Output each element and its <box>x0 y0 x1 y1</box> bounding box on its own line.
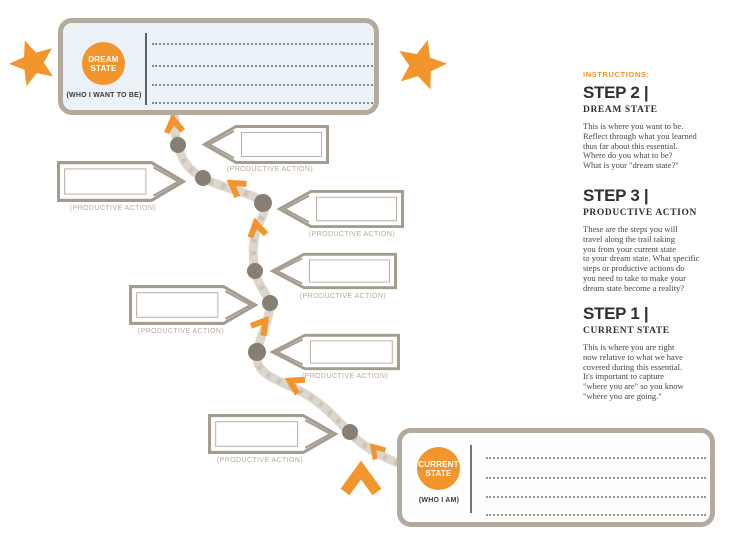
productive-action-label: (PRODUCTIVE ACTION) <box>69 205 157 212</box>
trail-nodes <box>170 137 358 440</box>
dotted-line <box>152 65 373 67</box>
arrow-box-outline-icon <box>201 125 329 164</box>
step-2-subtitle: DREAM STATE <box>583 105 658 115</box>
dotted-line <box>152 84 373 86</box>
dotted-line <box>486 514 706 516</box>
productive-action-label: (PRODUCTIVE ACTION) <box>137 328 225 335</box>
arrow-box-outline-icon <box>129 285 259 325</box>
productive-action-label: (PRODUCTIVE ACTION) <box>301 373 389 380</box>
step-3-section: STEP 3 | PRODUCTIVE ACTION These are the… <box>583 186 735 294</box>
trail-node <box>247 263 263 279</box>
current-state-box[interactable]: CURRENT STATE (WHO I AM) <box>397 428 715 527</box>
dotted-line <box>486 457 706 459</box>
step-2-title: STEP 2 | <box>583 83 649 102</box>
star-icon <box>399 39 447 90</box>
productive-action-label: (PRODUCTIVE ACTION) <box>308 231 396 238</box>
trail-arrow-icon <box>164 113 186 135</box>
trail-node <box>170 137 186 153</box>
dream-state-sublabel: (WHO I WANT TO BE) <box>66 92 142 99</box>
trail-arrow-icon <box>247 217 269 239</box>
dream-state-badge: DREAM STATE <box>82 42 125 85</box>
trail-arrow-icon <box>369 443 387 460</box>
current-state-badge: CURRENT STATE <box>417 447 460 490</box>
step-3-title: STEP 3 | <box>583 186 649 205</box>
arrow-box-outline-icon <box>208 414 339 454</box>
dotted-line <box>486 477 706 479</box>
instructions-header: INSTRUCTIONS: <box>583 70 650 79</box>
productive-action-label: (PRODUCTIVE ACTION) <box>216 457 304 464</box>
productive-action-label: (PRODUCTIVE ACTION) <box>226 166 314 173</box>
arrow-box-outline-icon <box>276 189 404 229</box>
arrow-box-outline-icon <box>57 161 187 202</box>
trail-node <box>262 295 278 311</box>
productive-action-box[interactable] <box>56 160 187 203</box>
productive-action-box[interactable] <box>276 189 405 229</box>
step-1-section: STEP 1 | CURRENT STATE This is where you… <box>583 304 735 402</box>
trail-arrow-icon <box>226 179 247 199</box>
trail-node <box>254 194 272 212</box>
trail-node <box>248 343 266 361</box>
dotted-line <box>152 43 373 45</box>
trail-direction-arrows <box>164 113 387 460</box>
start-chevron-icon <box>340 460 382 496</box>
arrow-box-outline-icon <box>269 333 400 371</box>
productive-action-box[interactable] <box>269 333 401 371</box>
step-2-body: This is where you want to be. Reflect th… <box>583 121 697 171</box>
dream-state-writing-area[interactable] <box>152 23 373 110</box>
step-1-body: This is where you are right now relative… <box>583 342 684 401</box>
trail-node <box>342 424 358 440</box>
current-state-writing-area[interactable] <box>486 433 706 520</box>
productive-action-box[interactable] <box>128 284 259 326</box>
productive-action-box[interactable] <box>207 413 339 455</box>
arrow-box-outline-icon <box>269 252 397 290</box>
instructions-panel: INSTRUCTIONS: STEP 2 | DREAM STATE This … <box>583 70 735 401</box>
star-icon <box>9 40 53 87</box>
dotted-line <box>152 102 373 104</box>
step-2-section: STEP 2 | DREAM STATE This is where you w… <box>583 83 735 171</box>
step-3-body: These are the steps you will travel alon… <box>583 224 700 293</box>
step-3-subtitle: PRODUCTIVE ACTION <box>583 208 697 218</box>
dotted-line <box>486 496 706 498</box>
divider <box>470 445 472 513</box>
current-state-sublabel: (WHO I AM) <box>418 497 460 504</box>
dream-state-box[interactable]: DREAM STATE (WHO I WANT TO BE) <box>58 18 379 115</box>
step-1-subtitle: CURRENT STATE <box>583 326 670 336</box>
step-1-title: STEP 1 | <box>583 304 649 323</box>
trail-arrow-icon <box>249 315 269 336</box>
divider <box>145 33 147 105</box>
trail-arrow-icon <box>284 376 306 396</box>
productive-action-box[interactable] <box>269 252 398 290</box>
productive-action-label: (PRODUCTIVE ACTION) <box>299 293 387 300</box>
productive-action-box[interactable] <box>201 124 330 165</box>
trail-node <box>195 170 211 186</box>
